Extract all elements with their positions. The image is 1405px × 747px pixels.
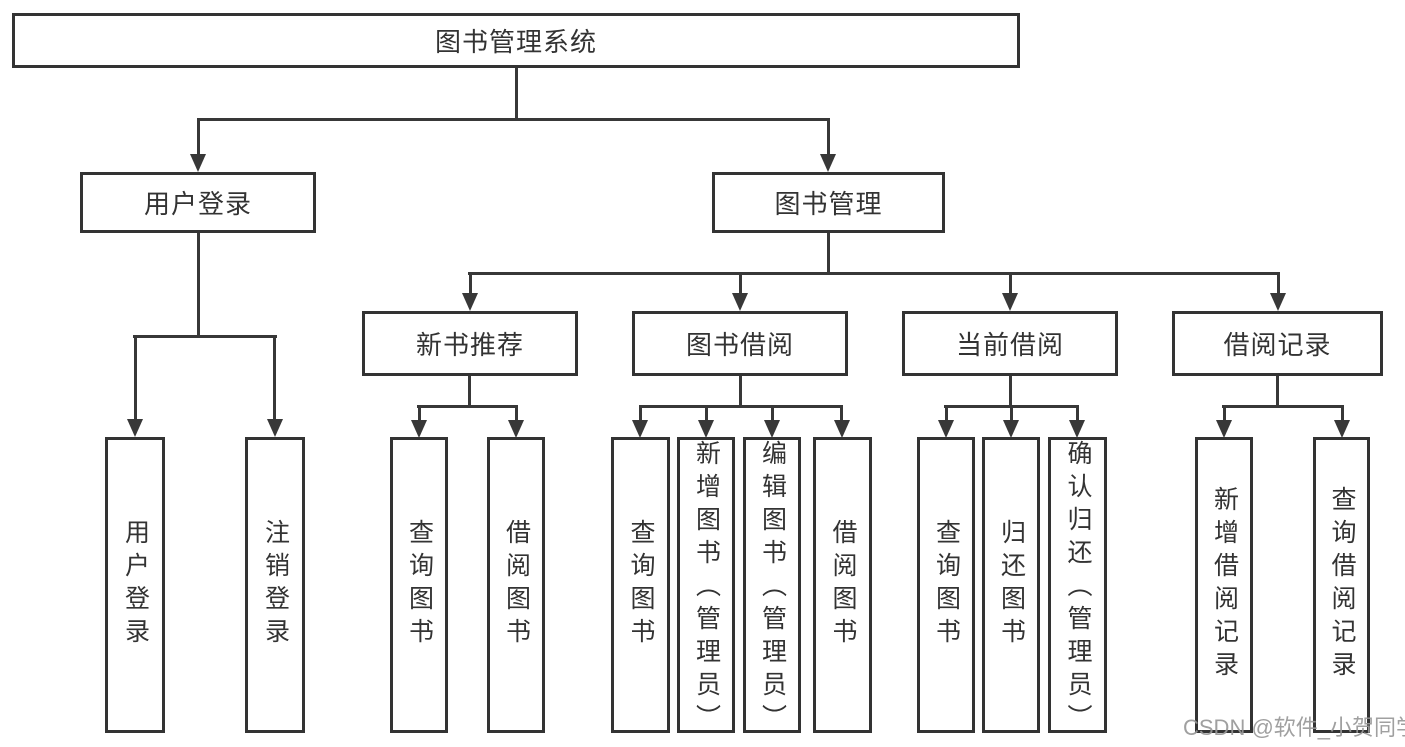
connector-line [515, 68, 518, 118]
node-label: 当前借阅 [955, 330, 1064, 360]
node-label: 编辑图书（管理员） [758, 440, 787, 737]
connector-line [639, 405, 843, 408]
arrow-down-icon [1003, 420, 1019, 438]
connector-line [197, 118, 200, 156]
connector-line [468, 272, 1280, 275]
node-label: 新增借阅记录 [1210, 486, 1239, 684]
connector-line [840, 405, 843, 421]
arrow-down-icon [267, 419, 283, 437]
leaf-user-login: 用户登录 [105, 437, 165, 733]
leaf-borrow-books: 借阅图书 [813, 437, 872, 733]
connector-line [945, 405, 948, 421]
connector-line [133, 335, 277, 338]
arrow-down-icon [462, 293, 478, 311]
leaf-add-books-admin: 新增图书（管理员） [677, 437, 735, 737]
leaf-return-books: 归还图书 [982, 437, 1040, 733]
connector-line [1341, 405, 1344, 421]
connector-line [1223, 405, 1226, 421]
node-label: 借阅图书 [829, 519, 857, 651]
arrow-down-icon [1216, 420, 1232, 438]
arrow-down-icon [764, 420, 780, 438]
node-label: 查询图书 [627, 519, 655, 651]
node-label: 注销登录 [261, 519, 290, 651]
connector-line [1076, 405, 1079, 421]
arrow-down-icon [508, 420, 524, 438]
node-label: 新书推荐 [415, 330, 524, 360]
arrow-down-icon [1069, 420, 1085, 438]
connector-line [739, 376, 742, 405]
arrow-down-icon [411, 420, 427, 438]
connector-line [1009, 272, 1012, 293]
connector-line [197, 118, 830, 121]
leaf-query-books-current: 查询图书 [917, 437, 975, 733]
node-label: 查询借阅记录 [1328, 486, 1356, 684]
arrow-down-icon [820, 154, 836, 172]
leaf-query-books-borrow: 查询图书 [611, 437, 670, 733]
connector-line [1277, 272, 1280, 293]
connector-line [705, 405, 708, 421]
node-book-management-module: 图书管理 [712, 172, 945, 233]
arrow-down-icon [938, 420, 954, 438]
node-current-borrowing: 当前借阅 [902, 311, 1118, 376]
node-label: 图书借阅 [685, 330, 794, 360]
arrow-down-icon [834, 420, 850, 438]
node-book-borrowing: 图书借阅 [632, 311, 848, 376]
arrow-down-icon [732, 293, 748, 311]
node-library-management-system: 图书管理系统 [12, 13, 1020, 68]
connector-line [468, 376, 471, 405]
node-label: 用户登录 [121, 519, 150, 651]
connector-line [1010, 405, 1013, 421]
connector-line [469, 272, 472, 293]
node-label: 图书管理 [774, 189, 883, 219]
leaf-borrow-books-recommend: 借阅图书 [487, 437, 545, 733]
arrow-down-icon [632, 420, 648, 438]
connector-line [134, 335, 137, 419]
connector-line [1009, 376, 1012, 405]
node-label: 借阅记录 [1223, 330, 1332, 360]
node-label: 查询图书 [405, 519, 434, 651]
node-new-book-recommendation: 新书推荐 [362, 311, 578, 376]
arrow-down-icon [1270, 293, 1286, 311]
node-label: 查询图书 [932, 519, 961, 651]
connector-line [1276, 376, 1279, 405]
connector-line [827, 233, 830, 272]
arrow-down-icon [190, 154, 206, 172]
node-borrowing-records: 借阅记录 [1172, 311, 1383, 376]
connector-line [515, 405, 518, 421]
csdn-watermark: CSDN @软件_小贺同学 [1183, 715, 1405, 740]
arrow-down-icon [698, 420, 714, 438]
connector-line [1222, 405, 1343, 408]
leaf-logout: 注销登录 [245, 437, 305, 733]
node-user-login-module: 用户登录 [80, 172, 316, 233]
node-label: 确认归还（管理员） [1064, 440, 1092, 737]
node-label: 用户登录 [143, 189, 252, 219]
arrow-down-icon [1002, 293, 1018, 311]
arrow-down-icon [1334, 420, 1350, 438]
node-label: 图书管理系统 [434, 27, 597, 57]
leaf-query-books-recommend: 查询图书 [390, 437, 448, 733]
leaf-edit-books-admin: 编辑图书（管理员） [743, 437, 801, 737]
node-label: 归还图书 [997, 519, 1026, 651]
leaf-query-borrow-record: 查询借阅记录 [1313, 437, 1370, 733]
connector-line [827, 118, 830, 156]
node-label: 借阅图书 [502, 519, 531, 651]
arrow-down-icon [127, 419, 143, 437]
connector-line [771, 405, 774, 421]
leaf-add-borrow-record: 新增借阅记录 [1195, 437, 1253, 733]
connector-line [197, 233, 200, 335]
leaf-confirm-return-admin: 确认归还（管理员） [1048, 437, 1107, 737]
connector-line [639, 405, 642, 421]
connector-line [273, 335, 276, 419]
connector-line [418, 405, 421, 421]
connector-line [417, 405, 518, 408]
connector-line [739, 272, 742, 293]
node-label: 新增图书（管理员） [692, 440, 721, 737]
